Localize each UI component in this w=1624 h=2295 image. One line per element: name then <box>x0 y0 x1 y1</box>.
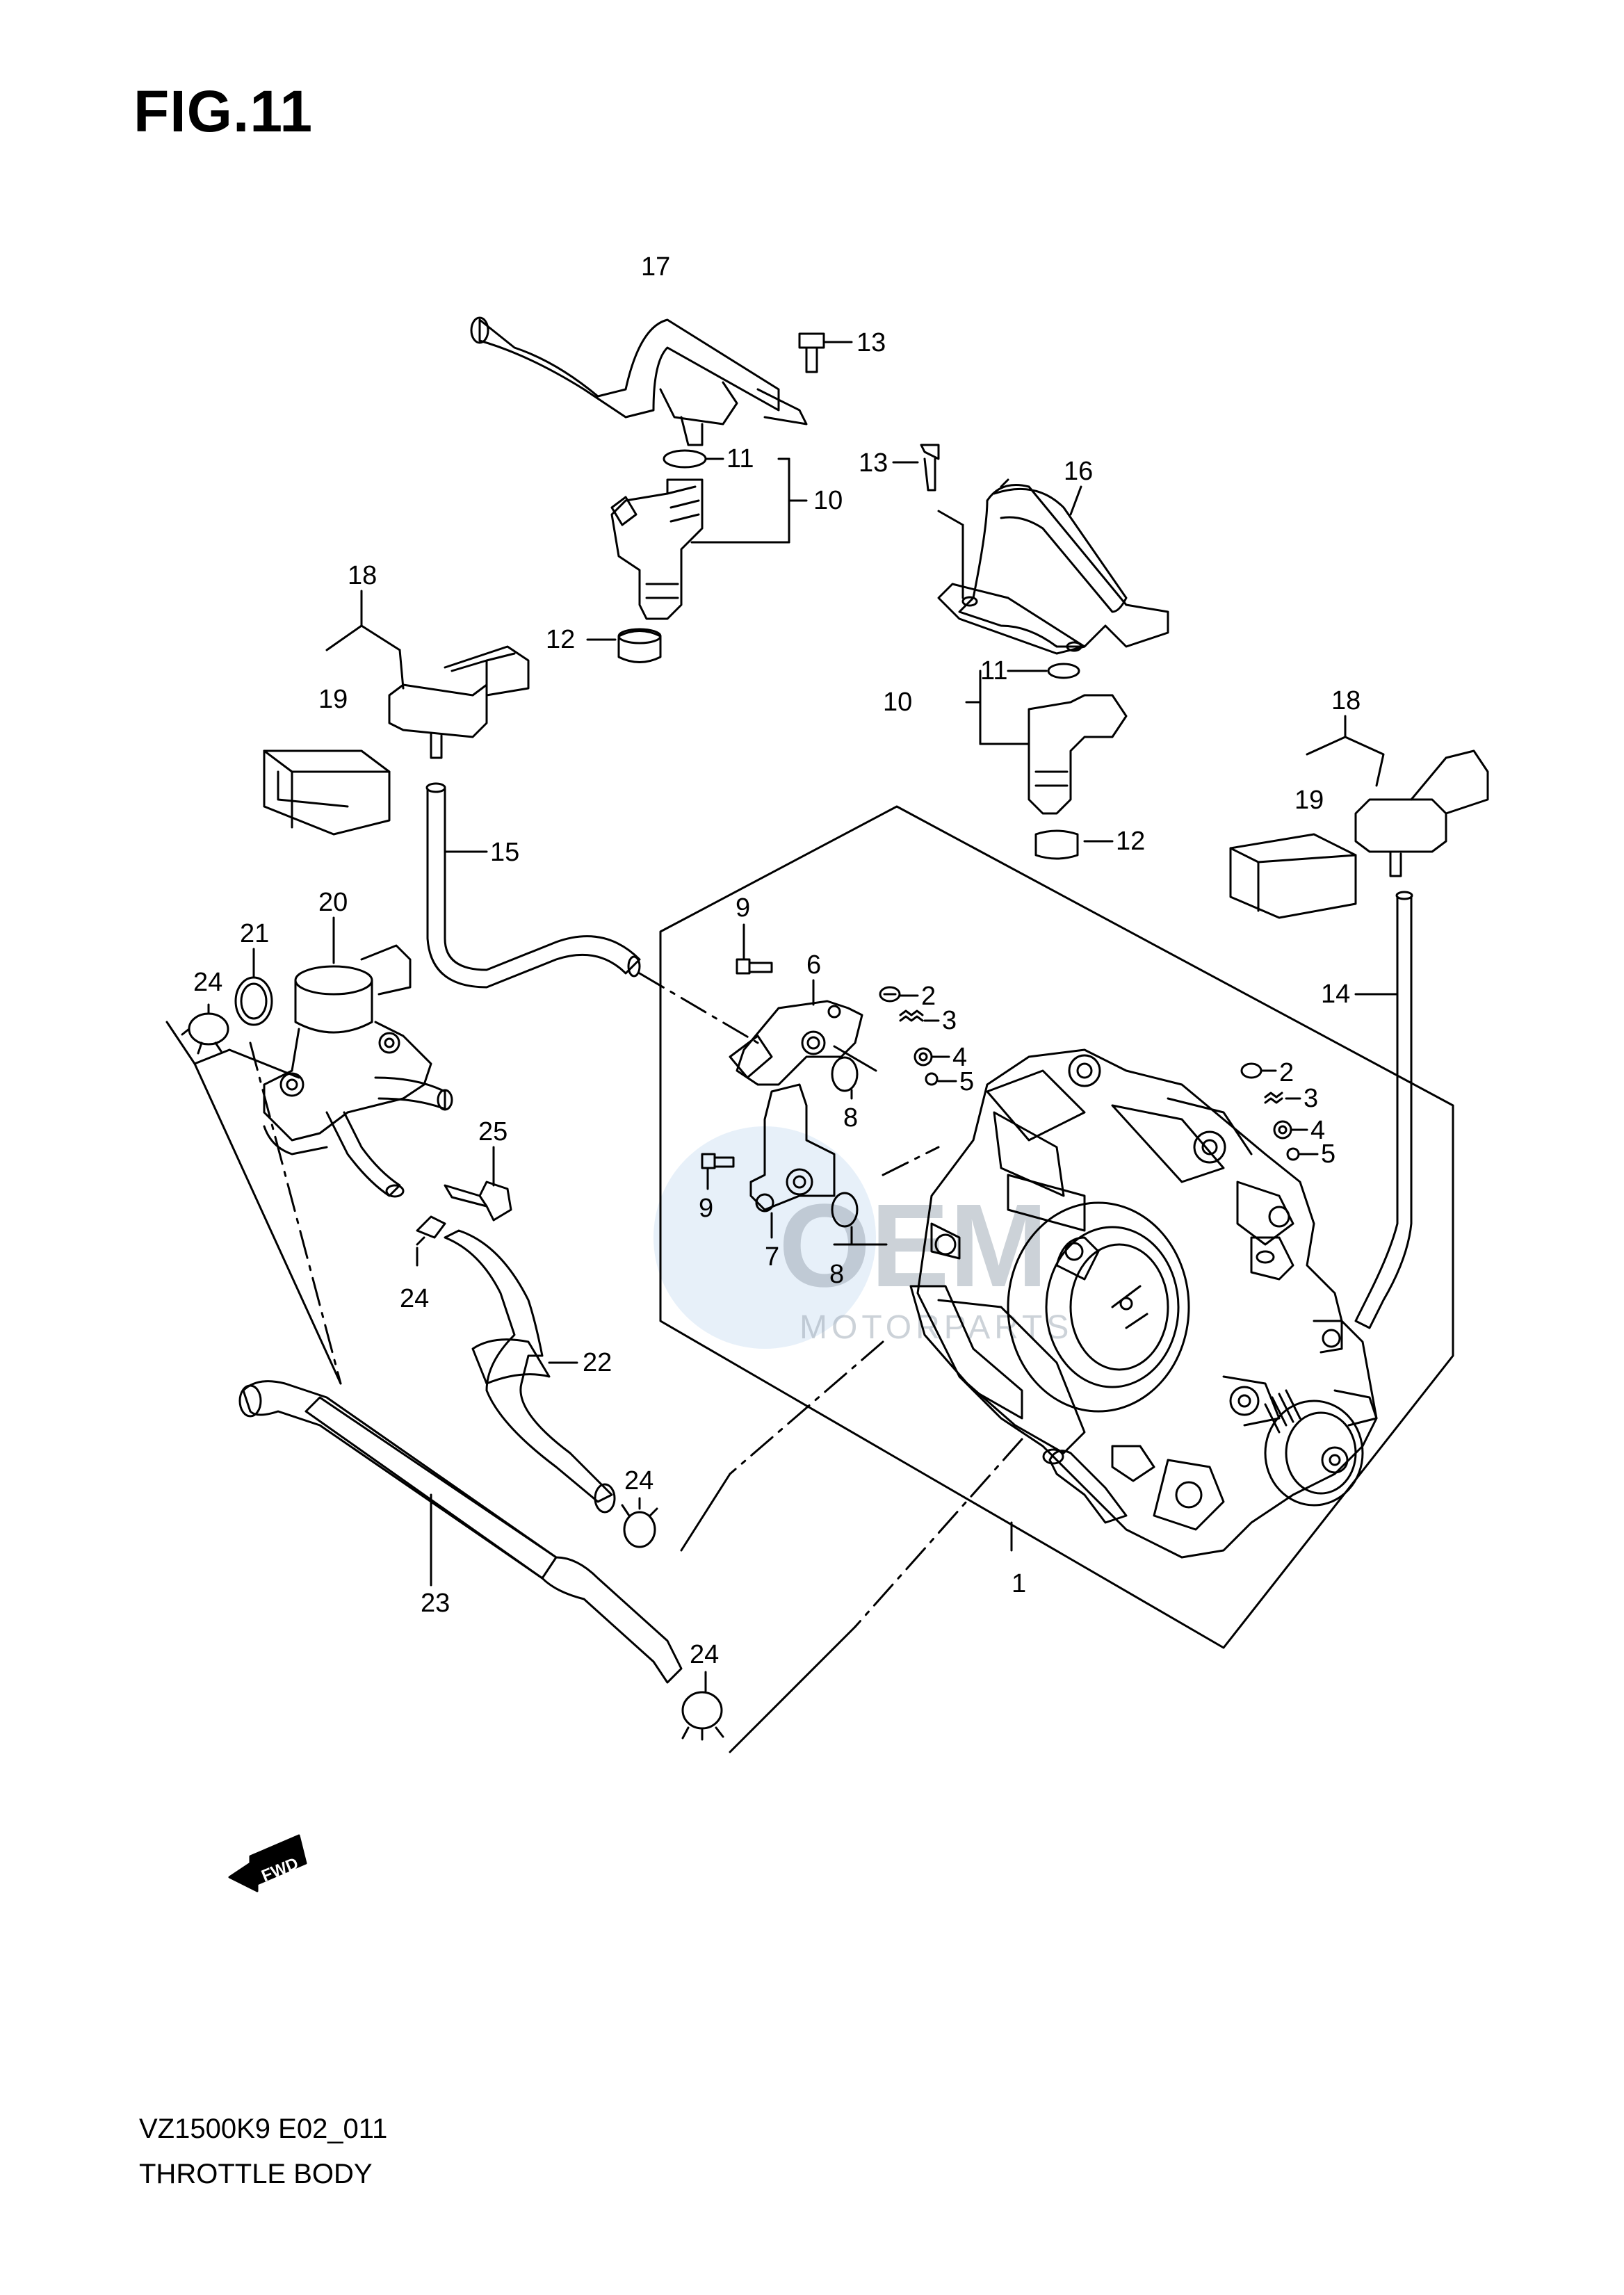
part-2-screw-a <box>879 986 919 1003</box>
callout-4a: 4 <box>952 1043 967 1072</box>
callout-21: 21 <box>240 919 269 948</box>
part-24-clamp-d <box>681 1671 724 1741</box>
callout-1: 1 <box>1012 1569 1026 1598</box>
watermark-text: OEM <box>779 1180 1048 1312</box>
callout-13a: 13 <box>856 328 886 357</box>
callout-24c: 24 <box>624 1466 653 1495</box>
callout-4b: 4 <box>1310 1116 1325 1145</box>
callout-23: 23 <box>421 1589 450 1618</box>
part-4-washer-a <box>914 1047 950 1067</box>
fwd-arrow-icon: FWD <box>228 1834 307 1892</box>
leader-lines-dashed <box>249 972 1023 1628</box>
part-21-gasket <box>234 948 273 1026</box>
part-7-sensor <box>749 1083 836 1239</box>
callout-24d: 24 <box>690 1640 719 1669</box>
callout-5b: 5 <box>1321 1140 1335 1169</box>
part-19-cover-right <box>1229 833 1357 919</box>
callout-24a: 24 <box>193 968 222 997</box>
part-19-cover-left <box>263 749 391 836</box>
part-24-clamp-b <box>416 1215 446 1267</box>
part-4-washer-b <box>1273 1120 1308 1140</box>
callout-24b: 24 <box>400 1284 429 1313</box>
callout-3b: 3 <box>1304 1084 1318 1113</box>
callout-20: 20 <box>318 888 348 917</box>
part-3-spring-b <box>1264 1092 1301 1104</box>
callout-11b: 11 <box>980 656 1007 686</box>
callout-12a: 12 <box>546 625 575 654</box>
model-code: VZ1500K9 E02_011 <box>139 2114 388 2144</box>
part-5-oring-b <box>1286 1147 1319 1161</box>
callout-19a: 19 <box>318 685 348 714</box>
part-2-screw-b <box>1240 1062 1277 1079</box>
watermark-subtext: MOTORPARTS <box>799 1309 1073 1346</box>
callout-16: 16 <box>1064 457 1093 486</box>
part-16-fuel-delivery-pipe <box>892 444 1169 655</box>
callout-18a: 18 <box>348 561 377 590</box>
callout-3a: 3 <box>942 1006 957 1035</box>
watermark-logo: OEM MOTORPARTS <box>653 1126 1073 1349</box>
callout-2a: 2 <box>921 982 936 1011</box>
callout-7: 7 <box>765 1242 779 1272</box>
part-18-sensor-right <box>1306 715 1489 877</box>
callout-10b: 10 <box>883 688 912 717</box>
callout-12b: 12 <box>1116 827 1145 856</box>
callout-8b: 8 <box>829 1260 844 1289</box>
callout-14: 14 <box>1321 980 1350 1009</box>
part-25-bolt <box>444 1146 512 1222</box>
part-10-injector-left <box>586 449 808 663</box>
part-24-clamp-c <box>621 1497 658 1548</box>
part-15-vacuum-hose <box>425 782 641 989</box>
callout-9b: 9 <box>699 1194 713 1223</box>
part-5-oring-a <box>925 1072 957 1086</box>
callout-25: 25 <box>478 1117 508 1146</box>
callouts: 1 2 2 3 3 4 4 5 5 6 7 8 8 9 9 10 10 11 1… <box>193 252 1361 1669</box>
part-18-sensor-left <box>325 590 530 759</box>
callout-18b: 18 <box>1331 686 1361 715</box>
part-9-screw-upper <box>736 923 773 975</box>
part-20-idle-air-valve <box>263 916 453 1198</box>
callout-10a: 10 <box>813 486 843 515</box>
callout-13b: 13 <box>859 448 888 478</box>
part-10-injector-right <box>965 663 1128 860</box>
callout-17: 17 <box>641 252 670 282</box>
diagram-name: THROTTLE BODY <box>139 2159 373 2189</box>
callout-19b: 19 <box>1294 786 1324 815</box>
part-8-oring-lower <box>831 1192 888 1246</box>
part-6-throttle-position-sensor <box>729 979 877 1086</box>
part-23-hose <box>238 1380 683 1684</box>
callout-9a: 9 <box>736 893 750 923</box>
callout-11a: 11 <box>726 444 754 473</box>
assembly-frame-1 <box>659 805 1454 1649</box>
part-22-hose <box>444 1229 616 1514</box>
part-8-oring-upper <box>831 1056 859 1100</box>
callout-15: 15 <box>490 838 519 867</box>
part-14-vacuum-hose <box>1354 891 1413 1329</box>
callout-2b: 2 <box>1279 1058 1294 1087</box>
part-3-spring-a <box>899 1009 940 1022</box>
callout-5a: 5 <box>959 1067 974 1096</box>
part-9-screw-lower <box>701 1153 735 1190</box>
callout-22: 22 <box>583 1348 612 1377</box>
callout-8a: 8 <box>843 1103 858 1133</box>
part-17-fuel-delivery-pipe <box>470 316 808 446</box>
part-24-clamp-a <box>181 1003 229 1055</box>
callout-6: 6 <box>806 950 821 980</box>
part-1-throttle-body <box>909 1048 1378 1559</box>
part-13-screw-upper <box>798 332 853 373</box>
figure-title: FIG.11 <box>133 79 314 144</box>
